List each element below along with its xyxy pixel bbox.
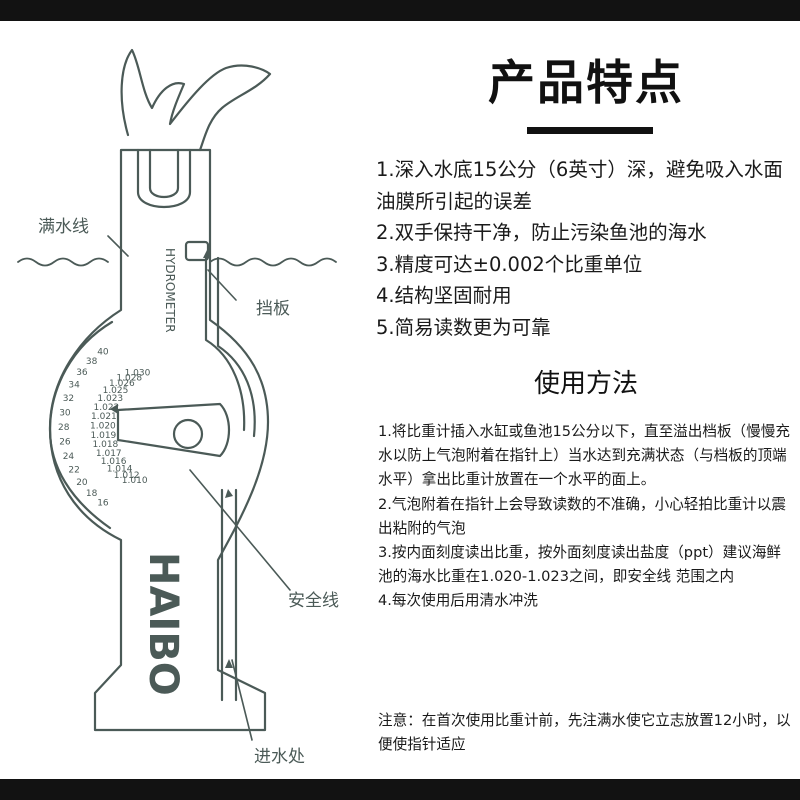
channel <box>204 256 256 438</box>
gravity-tick-label: 1.016 <box>101 457 127 467</box>
gravity-tick-label: 1.023 <box>97 394 123 404</box>
label-water-inlet: 进水处 <box>254 747 305 767</box>
feature-list: 1.深入水底15公分（6英寸）深，避免吸入水面油膜所引起的误差 2.双手保持干净… <box>376 154 796 343</box>
gravity-tick-label: 1.017 <box>96 449 122 459</box>
usage-heading: 使用方法 <box>533 369 638 399</box>
leader-water <box>107 235 129 257</box>
gravity-tick-label: 1.028 <box>116 373 142 383</box>
salinity-tick-label: 20 <box>76 478 88 488</box>
label-brand: HAIBO <box>140 552 186 696</box>
feature-item: 5.简易读数更为可靠 <box>376 315 551 339</box>
salinity-tick-label: 18 <box>86 489 98 499</box>
salinity-tick-label: 34 <box>68 381 80 391</box>
gravity-tick-label: 1.012 <box>114 471 140 481</box>
gravity-tick-label: 1.019 <box>91 431 117 441</box>
salinity-tick-label: 40 <box>97 348 109 358</box>
salinity-tick-label: 26 <box>59 438 71 448</box>
scale-arc <box>48 320 114 530</box>
top-bar <box>0 0 800 21</box>
arrow-safety <box>225 489 233 498</box>
salinity-tick-label: 22 <box>68 466 79 476</box>
salinity-tick-label: 32 <box>63 394 74 404</box>
bottom-bar <box>0 779 800 800</box>
salinity-tick-label: 24 <box>63 452 75 462</box>
gravity-tick-label: 1.010 <box>122 476 148 486</box>
hand-outline <box>120 48 272 152</box>
leader-inlet <box>231 659 253 741</box>
leader-safety <box>189 469 291 591</box>
gravity-scale: 1.0301.0281.0261.0251.0231.0221.0211.020… <box>90 369 151 486</box>
label-full-water-line: 满水线 <box>38 217 89 237</box>
usage-note: 注意：在首次使用比重计前，先注满水使它立志放置12小时，以便使指针适应 <box>378 712 791 754</box>
usage-steps: 1.将比重计插入水缸或鱼池15公分以下，直至溢出档板（慢慢充水以防上气泡附着在指… <box>378 420 792 614</box>
salinity-tick-label: 16 <box>97 498 109 508</box>
title-underline <box>527 127 653 134</box>
label-hydrometer: HYDROMETER <box>163 248 177 333</box>
label-safety-line: 安全线 <box>288 591 339 611</box>
usage-step: 4.每次使用后用清水冲洗 <box>378 592 538 610</box>
gravity-tick-label: 1.025 <box>103 386 129 396</box>
gravity-tick-label: 1.018 <box>93 440 119 450</box>
salinity-tick-label: 38 <box>86 357 98 367</box>
pivot <box>172 418 204 450</box>
usage-step: 1.将比重计插入水缸或鱼池15公分以下，直至溢出档板（慢慢充水以防上气泡附着在指… <box>378 423 790 489</box>
feature-item: 4.结构坚固耐用 <box>376 284 512 307</box>
pointer-arm <box>116 402 231 458</box>
arrow-inlet <box>225 659 233 668</box>
usage-step: 3.按内面刻度读出比重，按外面刻度读出盐度（ppt）建议海鲜池的海水比重在1.0… <box>378 544 782 586</box>
water-line <box>17 257 337 267</box>
page-title: 产品特点 <box>488 56 684 111</box>
baffle-plate <box>184 240 210 262</box>
arrow-pointer <box>110 404 118 414</box>
gravity-tick-label: 1.022 <box>94 403 120 413</box>
salinity-tick-label: 36 <box>76 368 88 378</box>
gravity-tick-label: 1.026 <box>109 379 135 389</box>
gravity-tick-label: 1.021 <box>91 412 117 422</box>
gravity-tick-label: 1.030 <box>125 369 151 379</box>
salinity-tick-label: 30 <box>59 408 71 418</box>
label-baffle: 挡板 <box>256 299 290 319</box>
gravity-tick-label: 1.014 <box>107 465 133 475</box>
feature-item: 2.双手保持干净，防止污染鱼池的海水 <box>376 221 707 244</box>
leader-baffle <box>207 269 237 301</box>
usage-step: 2.气泡附着在指针上会导致读数的不准确，小心轻拍比重计以震出粘附的气泡 <box>378 495 786 537</box>
gravity-tick-label: 1.020 <box>90 421 116 431</box>
arrow-up <box>203 250 211 258</box>
u-tube <box>136 148 192 209</box>
salinity-tick-label: 28 <box>58 423 70 433</box>
feature-item: 1.深入水底15公分（6英寸）深，避免吸入水面油膜所引起的误差 <box>376 158 783 213</box>
feature-item: 3.精度可达±0.002个比重单位 <box>376 252 643 276</box>
